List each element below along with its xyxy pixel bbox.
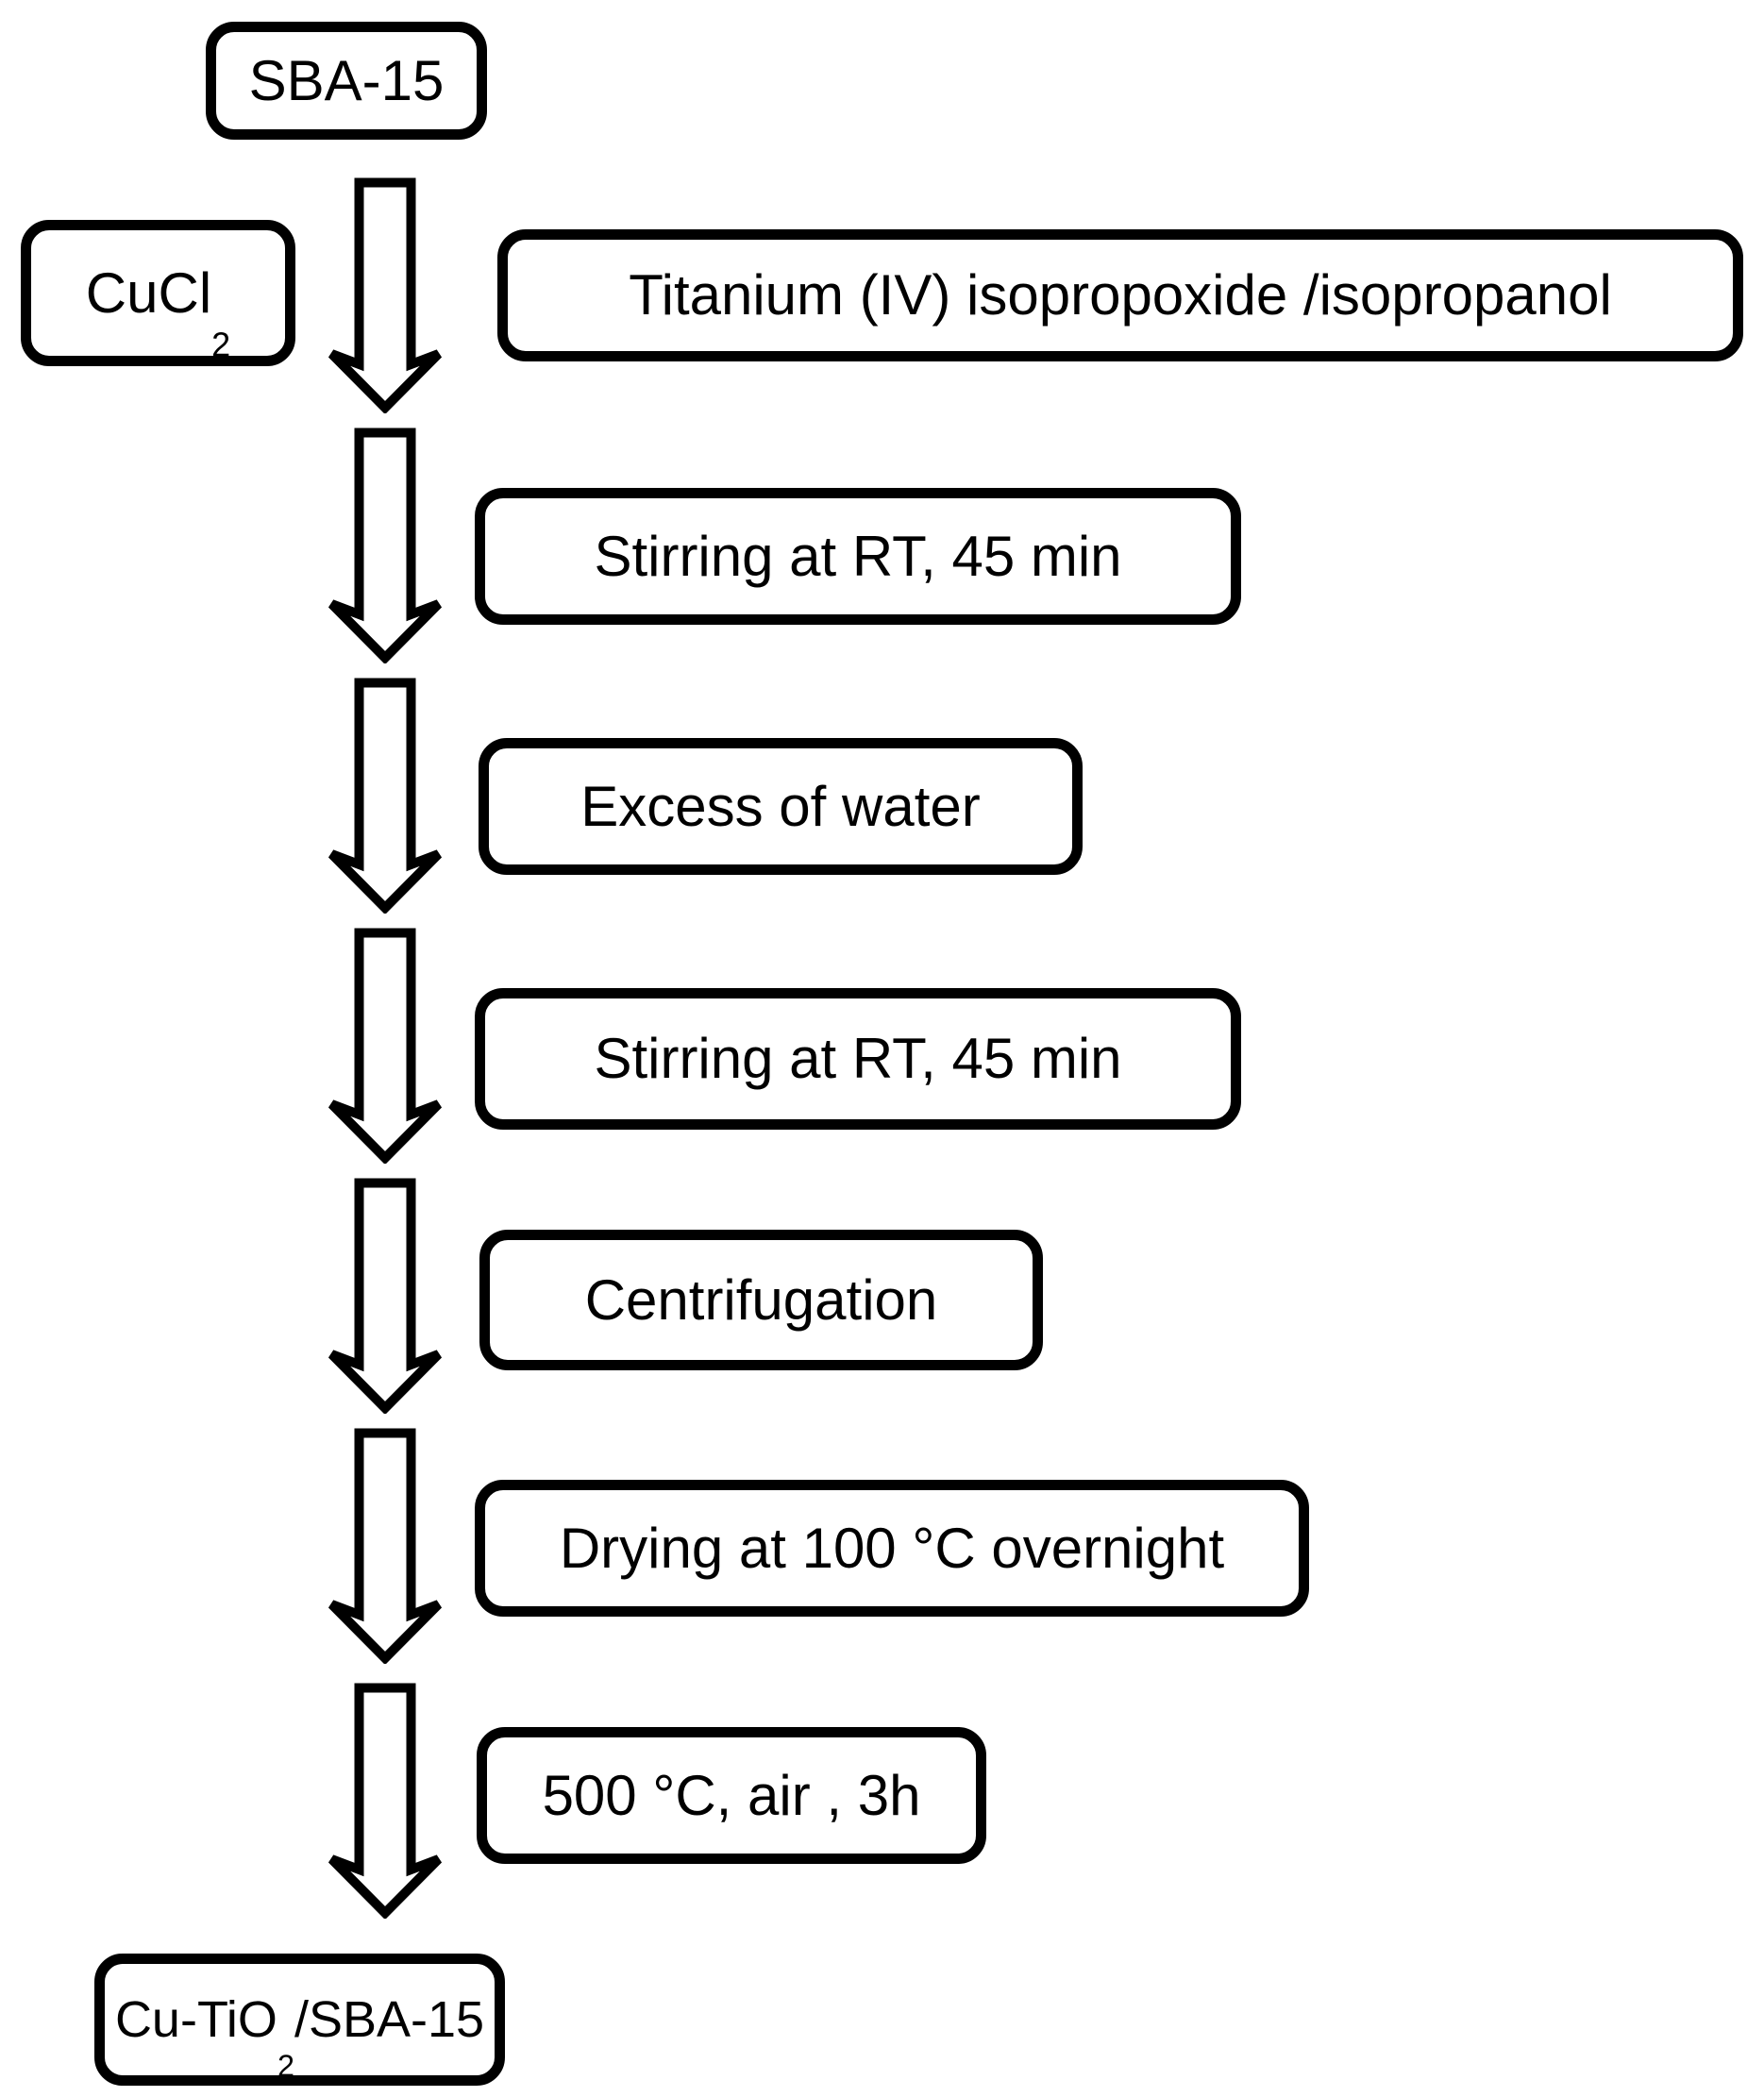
node-product-label-pre: Cu-TiO: [114, 1991, 277, 2048]
node-stirring-1: Stirring at RT, 45 min: [475, 488, 1241, 625]
node-stirring-1-label: Stirring at RT, 45 min: [594, 524, 1122, 588]
node-excess-water-label: Excess of water: [580, 774, 981, 838]
node-titanium-precursor: Titanium (IV) isopropoxide /isopropanol: [497, 229, 1743, 361]
node-drying: Drying at 100 °C overnight: [475, 1480, 1309, 1617]
node-sba15: SBA-15: [206, 22, 487, 140]
node-sba15-label: SBA-15: [248, 48, 445, 112]
node-stirring-2: Stirring at RT, 45 min: [475, 988, 1241, 1130]
down-arrow-icon: [328, 928, 443, 1164]
node-titanium-label: Titanium (IV) isopropoxide /isopropanol: [629, 263, 1612, 327]
down-arrow-icon: [328, 428, 443, 663]
node-calcination: 500 °C, air , 3h: [477, 1727, 986, 1864]
down-arrow-icon: [328, 1428, 443, 1664]
node-stirring-2-label: Stirring at RT, 45 min: [594, 1027, 1122, 1090]
down-arrow-icon: [328, 1178, 443, 1414]
node-cucl2-label: CuCl: [85, 260, 212, 325]
down-arrow-icon: [328, 177, 443, 413]
node-centrifugation: Centrifugation: [479, 1230, 1043, 1370]
node-cucl2-subscript: 2: [211, 325, 231, 364]
node-calcination-label: 500 °C, air , 3h: [542, 1763, 921, 1827]
node-centrifugation-label: Centrifugation: [584, 1267, 938, 1332]
down-arrow-icon: [328, 1683, 443, 1919]
down-arrow-icon: [328, 678, 443, 914]
node-product-subscript: 2: [277, 2048, 294, 2083]
node-excess-water: Excess of water: [479, 738, 1083, 875]
node-drying-label: Drying at 100 °C overnight: [559, 1516, 1225, 1580]
node-product-label-post: /SBA-15: [294, 1991, 485, 2048]
